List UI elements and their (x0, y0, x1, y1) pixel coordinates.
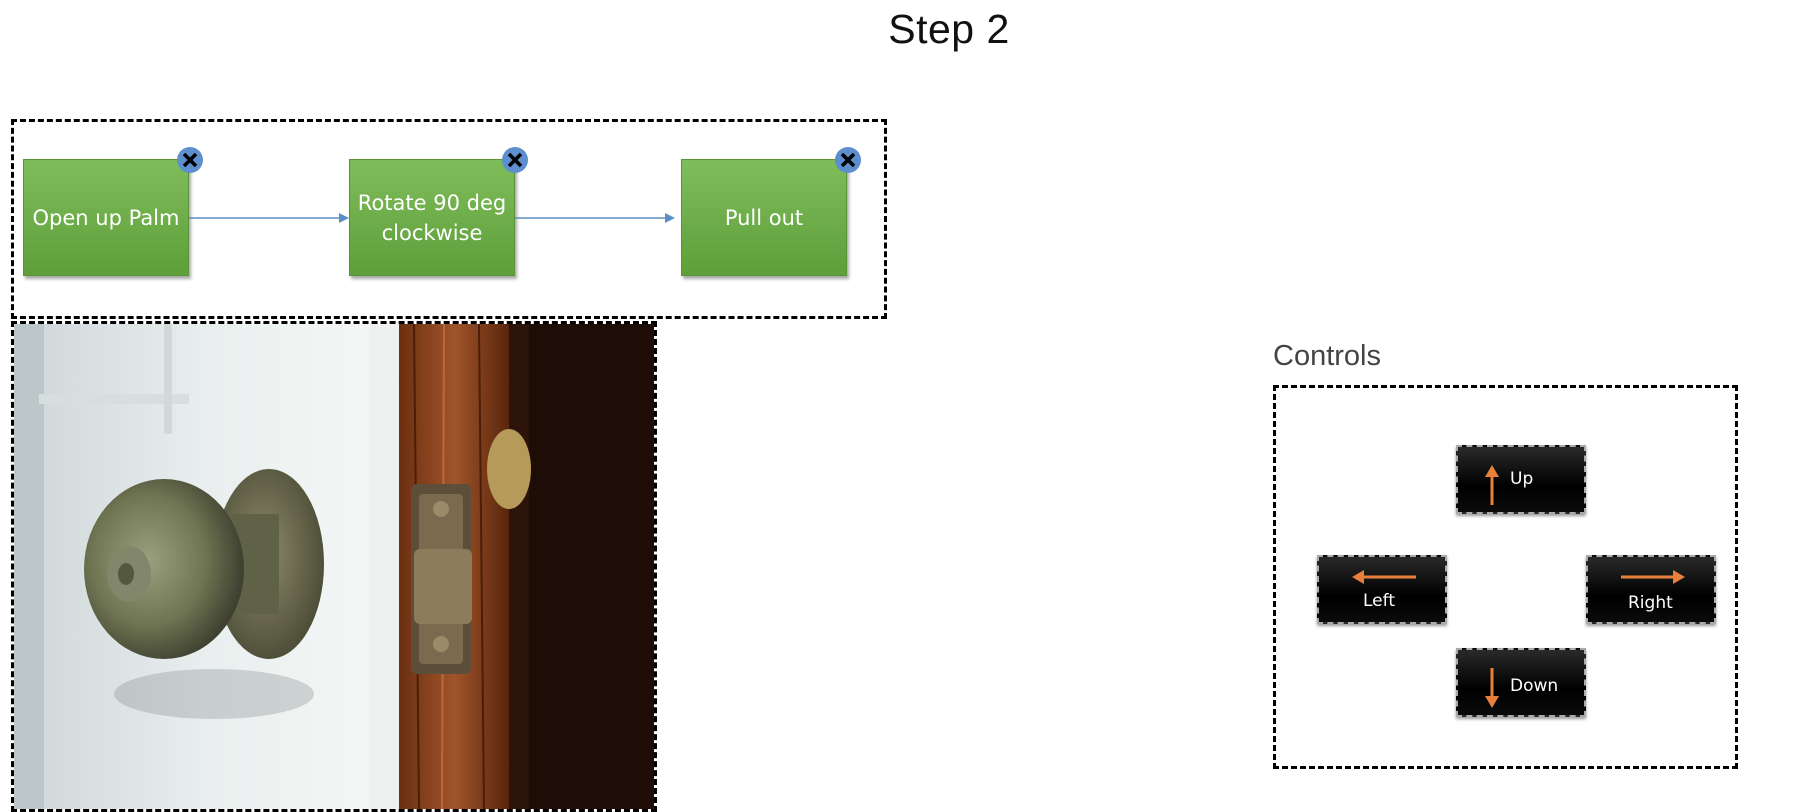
up-label: Up (1510, 469, 1534, 489)
image-panel (11, 321, 657, 812)
flow-arrow-2 (515, 213, 675, 223)
arrow-down-icon (1485, 668, 1499, 708)
flow-arrow-1 (189, 213, 349, 223)
step-open-up-palm[interactable]: Open up Palm (23, 159, 189, 276)
close-x-icon (507, 152, 523, 168)
arrow-right-icon (1621, 570, 1685, 584)
arrow-up-icon (1485, 465, 1499, 505)
step-rotate-90-clockwise[interactable]: Rotate 90 deg clockwise (349, 159, 515, 276)
left-button[interactable]: Left (1317, 555, 1447, 624)
controls-title: Controls (1273, 340, 1381, 372)
workflow-panel (11, 119, 887, 319)
remove-step-3-button[interactable] (835, 147, 861, 173)
up-button[interactable]: Up (1456, 445, 1586, 514)
down-button[interactable]: Down (1456, 648, 1586, 717)
close-x-icon (182, 152, 198, 168)
arrow-left-icon (1352, 570, 1416, 584)
page-title: Step 2 (888, 6, 1010, 52)
right-button[interactable]: Right (1586, 555, 1716, 624)
left-label: Left (1363, 591, 1395, 611)
close-x-icon (840, 152, 856, 168)
down-label: Down (1510, 676, 1559, 696)
right-label: Right (1628, 593, 1673, 613)
remove-step-2-button[interactable] (502, 147, 528, 173)
controls-panel (1273, 385, 1738, 769)
step-pull-out[interactable]: Pull out (681, 159, 847, 276)
remove-step-1-button[interactable] (177, 147, 203, 173)
door-knob-photo (14, 324, 654, 809)
